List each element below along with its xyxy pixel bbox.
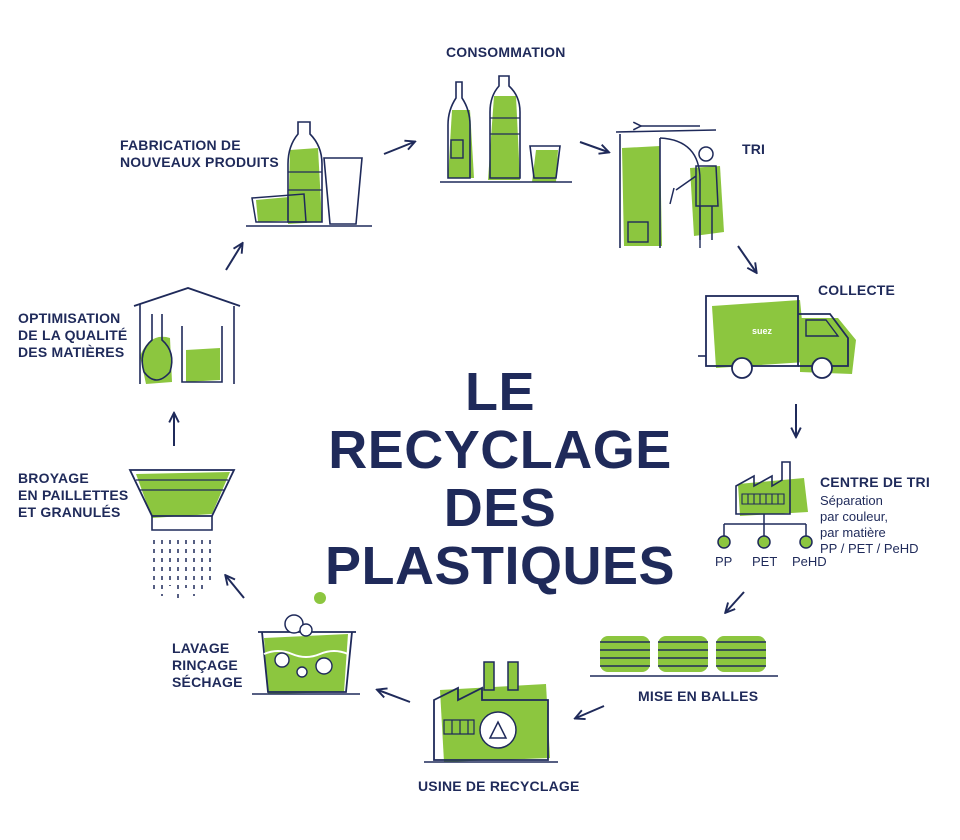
recycling-factory-icon: [424, 661, 558, 763]
label-centre-de-tri: CENTRE DE TRI: [820, 474, 930, 490]
arrow-balles-to-usine: [576, 705, 605, 718]
label-optimisation: OPTIMISATION DE LA QUALITÉ DES MATIÈRES: [18, 310, 128, 360]
label-broyage: BROYAGE EN PAILLETTES ET GRANULÉS: [18, 470, 129, 520]
arrow-tri-to-collecte: [737, 245, 756, 272]
cycle-arrows: [174, 142, 796, 718]
consumption-bottles-icon: [440, 75, 572, 183]
label-consommation: CONSOMMATION: [446, 44, 566, 60]
collection-truck-icon: [698, 295, 856, 379]
label-usine-de-recyclage: USINE DE RECYCLAGE: [418, 778, 580, 794]
label-fabrication: FABRICATION DE NOUVEAUX PRODUITS: [120, 137, 279, 170]
truck-logo-text: suez: [751, 326, 772, 336]
label-mise-en-balles: MISE EN BALLES: [638, 688, 759, 704]
centre-de-tri-description: Séparation par couleur, par matière PP /…: [820, 493, 919, 556]
diagram-title: LE RECYCLAGE DES PLASTIQUES: [300, 363, 700, 595]
washing-tub-icon: [252, 592, 360, 695]
truck-logo: suez: [744, 326, 780, 336]
sorting-center-icon: [717, 461, 813, 549]
arrow-optimisation-to-fabrication: [225, 244, 242, 271]
label-tri: TRI: [742, 141, 766, 157]
arrow-consommation-to-tri: [579, 141, 608, 152]
bales-icon: [590, 636, 778, 677]
lab-glassware-icon: [133, 287, 241, 384]
sorting-worker-icon: [615, 126, 724, 248]
material-pehd: PeHD: [792, 554, 827, 569]
material-pet: PET: [752, 554, 778, 569]
shredder-hopper-icon: [128, 469, 236, 598]
arrow-usine-to-lavage: [378, 690, 411, 703]
label-lavage: LAVAGE RINÇAGE SÉCHAGE: [172, 640, 243, 690]
title-line-1: LE RECYCLAGE: [328, 362, 672, 480]
arrow-centre-to-balles: [726, 591, 745, 612]
label-collecte: COLLECTE: [818, 282, 896, 298]
title-line-2: DES PLASTIQUES: [324, 478, 676, 596]
material-pp: PP: [715, 554, 733, 569]
arrow-lavage-to-broyage: [226, 576, 245, 599]
new-products-icon: [246, 121, 372, 227]
arrow-fabrication-to-consommation: [383, 142, 414, 155]
